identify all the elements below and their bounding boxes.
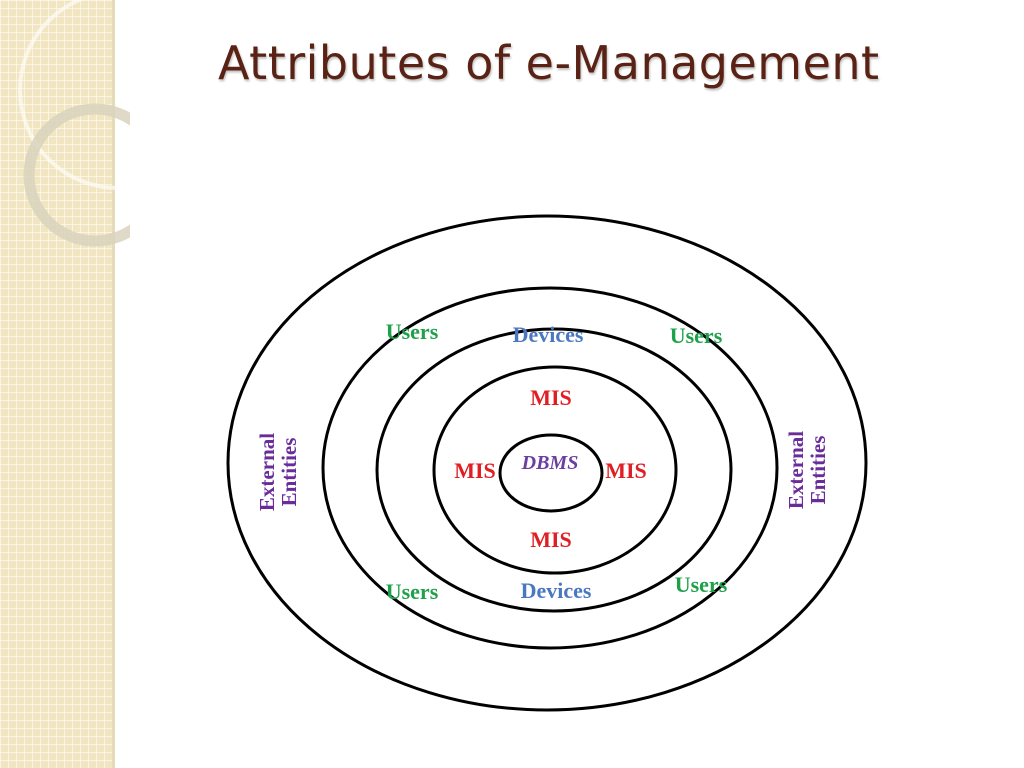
- external-line-1: External: [255, 433, 279, 511]
- external-line-2: Entities: [277, 438, 301, 507]
- ring-mis: [432, 365, 678, 575]
- external-line-1: External: [784, 431, 808, 509]
- ring-external-entities: [226, 214, 868, 712]
- label-devices-top: Devices: [513, 322, 584, 347]
- label-users-bottom-left: Users: [386, 579, 439, 604]
- deco-ring-small: [23, 103, 130, 247]
- label-external-entities-left: External Entities: [255, 433, 301, 511]
- label-devices-bottom: Devices: [521, 578, 592, 603]
- label-mis-right: MIS: [605, 458, 647, 483]
- label-mis-left: MIS: [454, 458, 496, 483]
- label-users-top-right: Users: [670, 323, 723, 348]
- deco-ring-large: [18, 0, 130, 190]
- slide-title: Attributes of e-Management: [218, 36, 880, 90]
- ring-users: [321, 286, 779, 650]
- sidebar-edge: [112, 0, 115, 768]
- label-external-entities-right: External Entities: [784, 431, 830, 509]
- label-users-top-left: Users: [386, 319, 439, 344]
- ring-devices: [375, 327, 733, 613]
- external-line-2: Entities: [806, 436, 830, 505]
- label-dbms: DBMS: [521, 452, 579, 474]
- label-mis-top: MIS: [530, 385, 572, 410]
- label-users-bottom-right: Users: [675, 572, 728, 597]
- ring-dbms: [498, 433, 604, 513]
- label-mis-bottom: MIS: [530, 527, 572, 552]
- decorative-rings: [18, 0, 130, 247]
